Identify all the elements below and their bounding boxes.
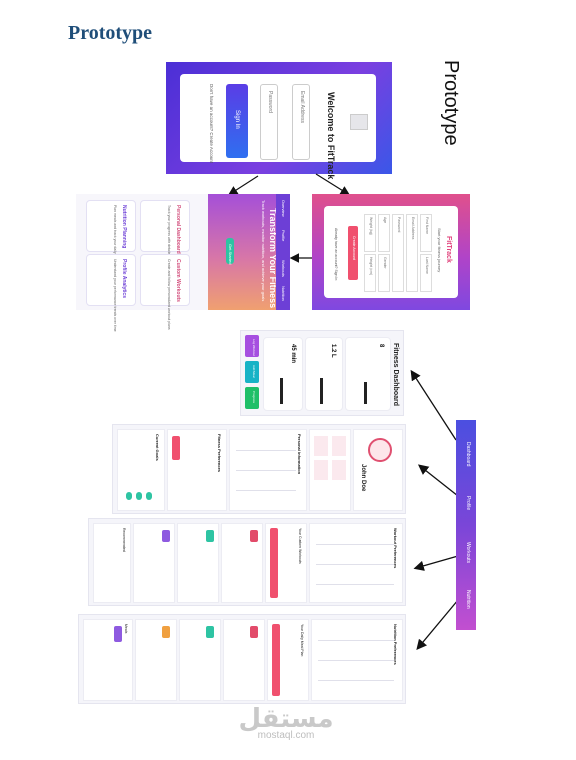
profile-name: John Doe [360, 464, 366, 492]
get-started-button[interactable]: Get Started [226, 238, 234, 264]
signup-subtitle: Start your fitness journey [437, 228, 442, 273]
fitness-preferences-section: Fitness Preferences [167, 429, 227, 511]
first-name-field[interactable]: First Name [420, 214, 432, 252]
nav-item[interactable]: Profile [281, 230, 286, 242]
workout-card [133, 523, 175, 603]
avatar [368, 438, 392, 462]
meal-plan-section: Your Daily Meal Plan [267, 619, 309, 701]
arrow-to-nutrition [416, 599, 459, 650]
action-button-cyan[interactable]: Add Meal [245, 361, 259, 383]
recommended-section: Recommended [93, 523, 131, 603]
sign-in-button[interactable]: Sign In [226, 84, 248, 158]
workout-card [177, 523, 219, 603]
arrow-to-dashboard [410, 369, 457, 441]
feature-card: Personal Dashboard Track your progress w… [140, 200, 190, 291]
nav-item[interactable]: Nutrition [281, 286, 286, 301]
watermark-arabic: مستقل [238, 704, 334, 734]
hero-subtitle: Track workouts, monitor nutrition, and a… [261, 200, 266, 302]
watermark: مستقل mostaql.com [236, 704, 336, 741]
logo-placeholder-icon [350, 114, 368, 130]
email-field[interactable]: Email Address [292, 84, 310, 160]
feature-card: Nutrition Planning Plan meals and track … [86, 200, 136, 264]
nav-item[interactable]: Workouts [281, 260, 286, 277]
signin-link[interactable]: Already have an account? Sign In [334, 228, 338, 281]
password-field[interactable]: Password [392, 214, 404, 292]
meal-card [135, 619, 177, 701]
height-field[interactable]: Height (cm) [364, 254, 376, 292]
nav-item[interactable]: Overview [281, 200, 286, 217]
page-title: Prototype [68, 22, 153, 44]
workout-preferences-section: Workout Preferences [309, 523, 403, 603]
app-sidebar: Dashboard Profile Workouts Nutrition [456, 420, 476, 630]
password-field[interactable]: Password [260, 84, 278, 160]
sidebar-item-workouts[interactable]: Workouts [465, 542, 471, 564]
stat-card: 8 [345, 337, 391, 411]
login-card: Welcome to FitTrack Email Address Passwo… [180, 74, 376, 179]
stat-card: 1.2 L [305, 337, 343, 411]
meal-card [223, 619, 265, 701]
landing-nav: Overview Profile Workouts Nutrition [276, 194, 290, 310]
dashboard-screen: Fitness Dashboard 8 1.2 L 45 min Log Wor… [240, 330, 404, 416]
login-screen: Welcome to FitTrack Email Address Passwo… [166, 62, 392, 179]
nutrition-preferences-section: Nutrition Preferences [311, 619, 403, 701]
brand-title: FitTrack [445, 236, 452, 263]
meals-section: Meals [83, 619, 133, 701]
last-name-field[interactable]: Last Name [420, 254, 432, 292]
weight-field[interactable]: Weight (kg) [364, 214, 376, 252]
arrow-to-landing [227, 175, 259, 196]
sidebar-item-dashboard[interactable]: Dashboard [465, 442, 471, 467]
personal-info-section: Personal Information [229, 429, 307, 511]
watermark-latin: mostaql.com [257, 730, 315, 741]
profile-card: John Doe [353, 429, 403, 511]
age-field[interactable]: Age [378, 214, 390, 252]
sidebar-item-nutrition[interactable]: Nutrition [465, 590, 471, 609]
landing-screen: Transform Your Fitness Journey Track wor… [76, 194, 290, 346]
dashboard-title: Fitness Dashboard [392, 343, 399, 407]
signup-card: FitTrack Start your fitness journey Firs… [324, 206, 458, 298]
sidebar-item-profile[interactable]: Profile [465, 496, 471, 511]
gender-field[interactable]: Gender [378, 254, 390, 292]
profile-screen: John Doe Personal Information Fitness Pr… [112, 424, 406, 514]
workouts-screen: Workout Preferences Your Custom Workouts… [88, 518, 406, 606]
create-account-button[interactable]: Create Account [348, 226, 358, 280]
profile-stats [309, 429, 351, 511]
action-button-purple[interactable]: Log Workout [245, 335, 259, 357]
custom-workouts-section: Your Custom Workouts [265, 523, 307, 603]
feature-card: Custom Workouts Create and follow person… [140, 254, 190, 330]
workout-card [221, 523, 263, 603]
signup-screen: FitTrack Start your fitness journey Firs… [312, 194, 470, 310]
arrow-to-workouts [413, 555, 459, 571]
feature-card: Profile Analytics Understand your perfor… [86, 254, 136, 332]
email-field[interactable]: Email Address [406, 214, 418, 292]
arrow-to-profile [417, 464, 459, 497]
action-button-green[interactable]: Progress [245, 387, 259, 409]
arrow-to-signup [315, 173, 351, 196]
stat-card: 45 min [263, 337, 303, 411]
current-goals-section: Current Goals [117, 429, 165, 511]
meal-card [179, 619, 221, 701]
nutrition-screen: Nutrition Preferences Your Daily Meal Pl… [78, 614, 406, 704]
